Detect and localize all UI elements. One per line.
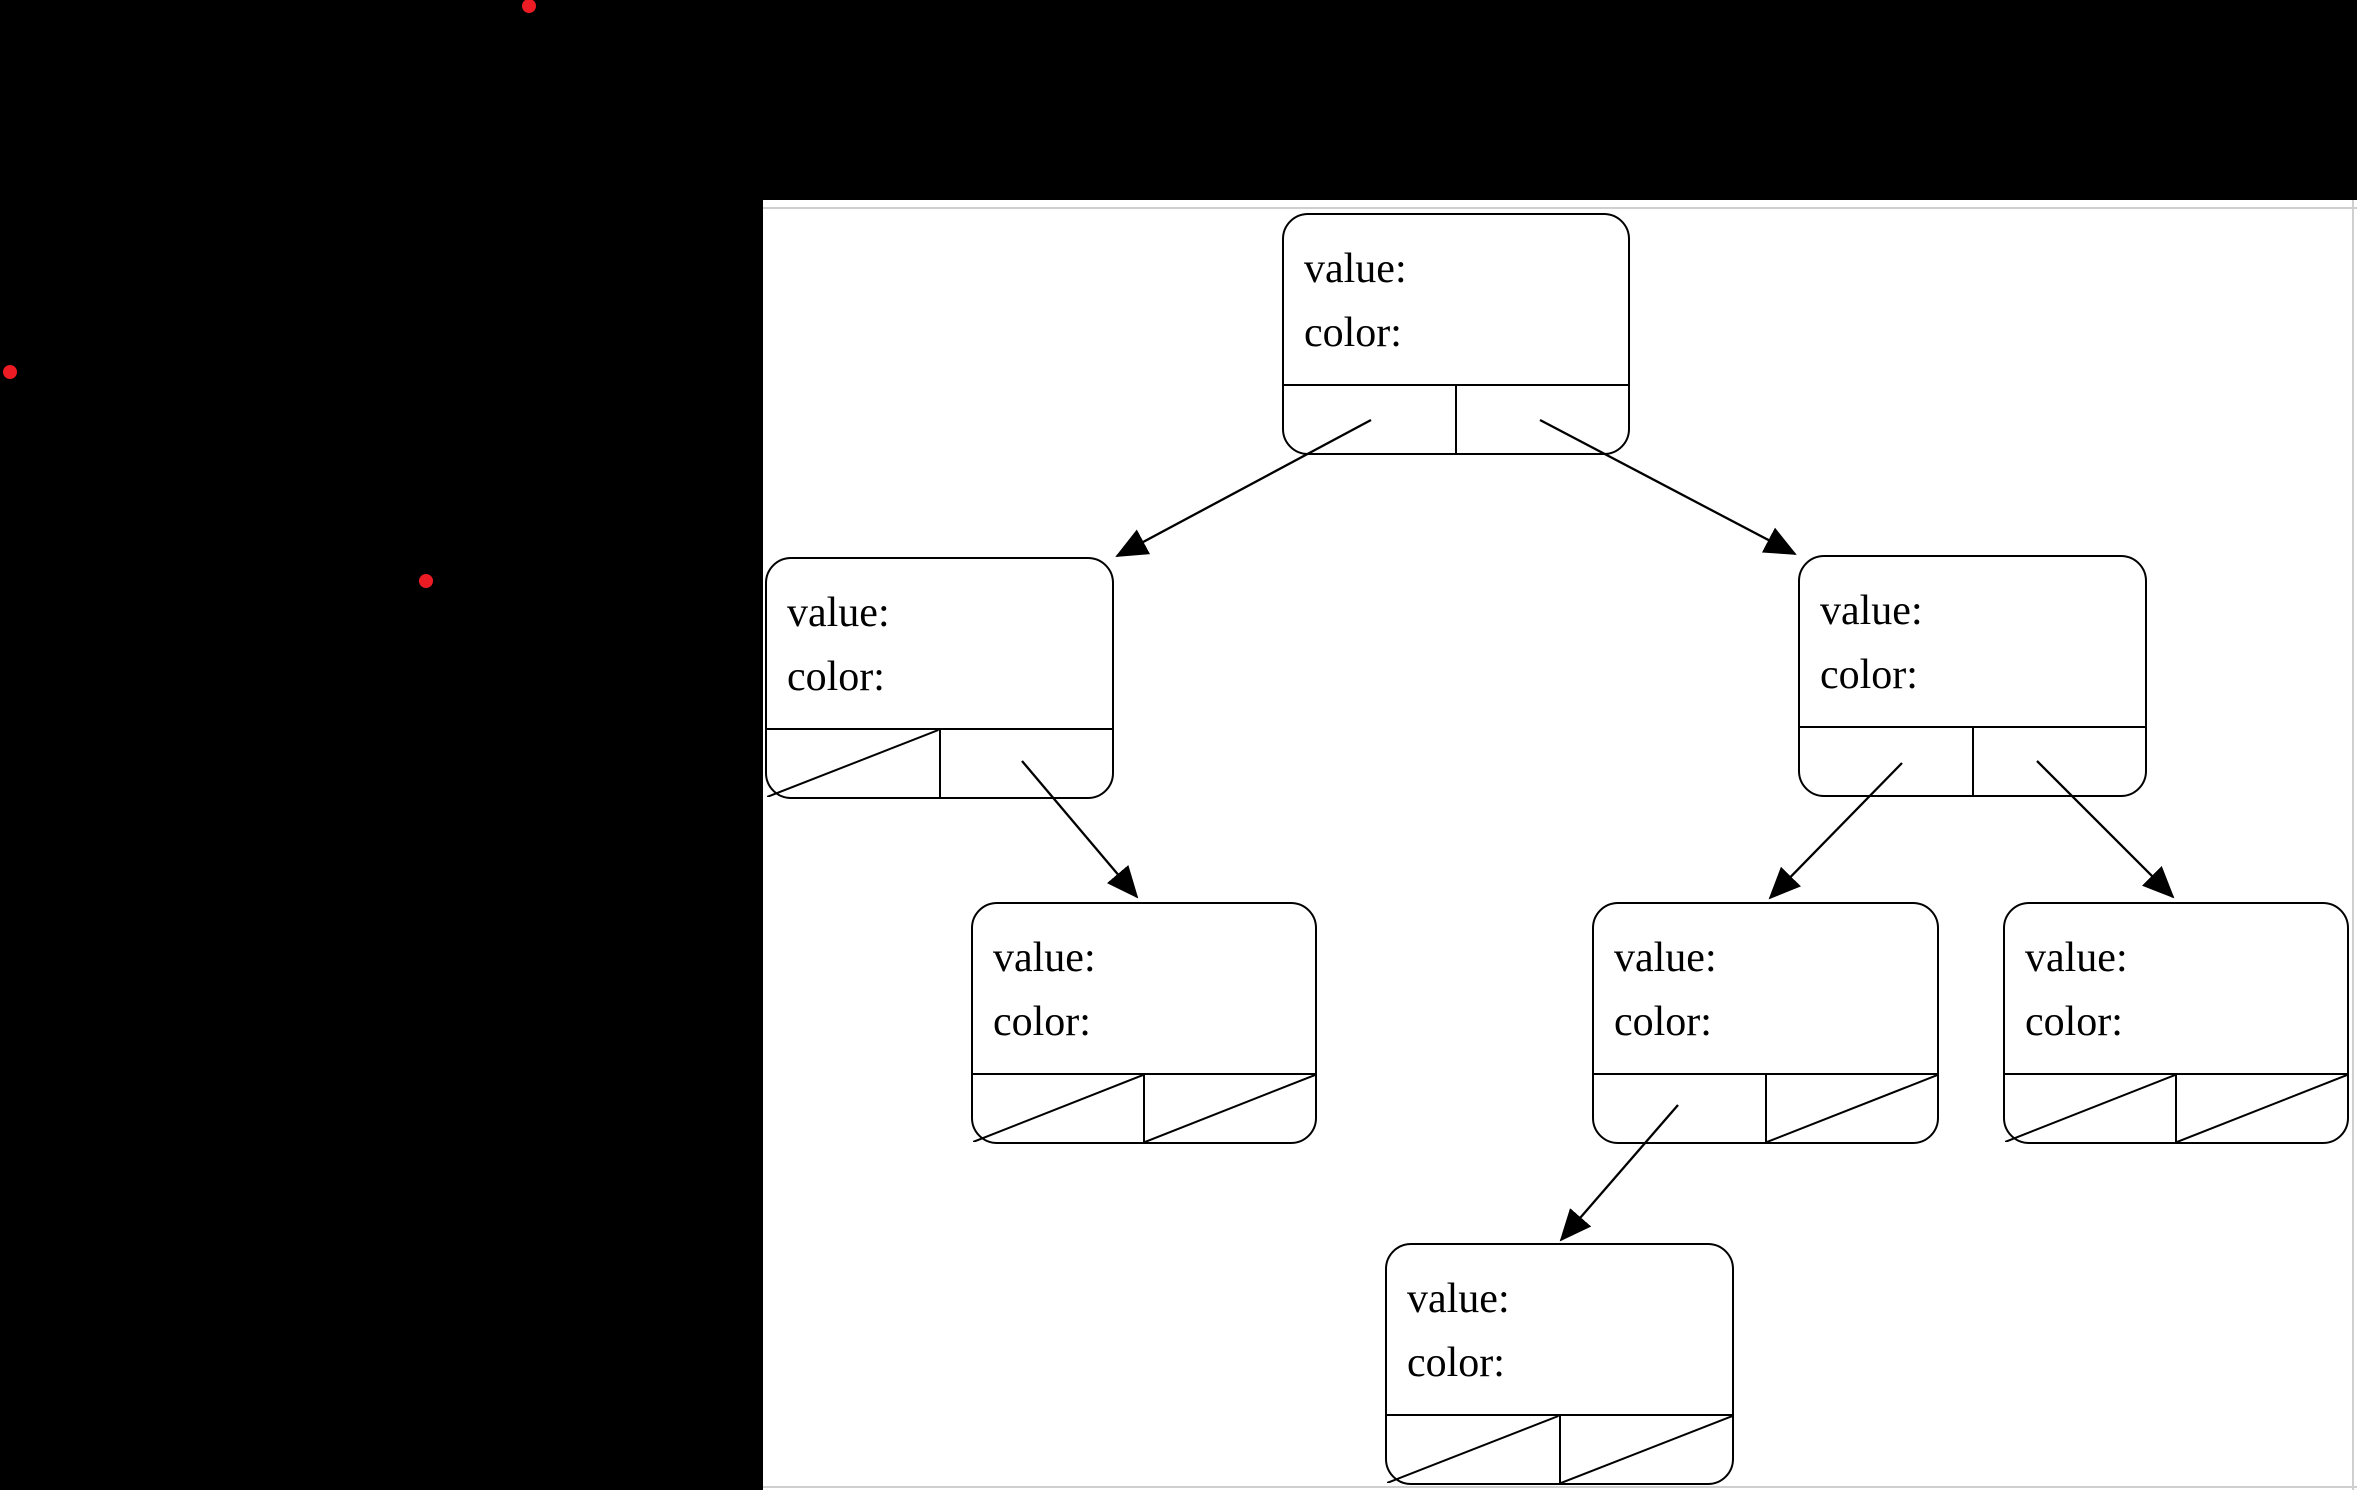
pointer-row — [2005, 1073, 2347, 1142]
canvas-right-edge-line — [2352, 200, 2354, 1490]
null-pointer-slash — [2005, 1075, 2175, 1142]
pointer-row — [1594, 1073, 1937, 1142]
value-field-label: value: — [2025, 935, 2128, 981]
null-pointer-slash — [1387, 1416, 1559, 1483]
tree-node-right-child: value: color: — [1798, 555, 2147, 797]
value-field-label: value: — [1820, 588, 1923, 634]
color-field-label: color: — [1614, 999, 1712, 1045]
left-pointer-cell — [1284, 386, 1455, 453]
tree-node-right-left-child: value: color: — [1592, 902, 1939, 1144]
right-pointer-cell — [1558, 1416, 1733, 1483]
node-fields: value: color: — [1594, 904, 1937, 1073]
node-fields: value: color: — [1387, 1245, 1732, 1414]
pointer-row — [973, 1073, 1315, 1142]
left-pointer-cell — [2005, 1075, 2175, 1142]
node-fields: value: color: — [2005, 904, 2347, 1073]
value-field-label: value: — [993, 935, 1096, 981]
tree-node-right-left-left-child: value: color: — [1385, 1243, 1734, 1485]
left-pointer-cell — [1594, 1075, 1765, 1142]
right-pointer-cell — [1455, 386, 1628, 453]
node-fields: value: color: — [973, 904, 1315, 1073]
color-field-label: color: — [993, 999, 1091, 1045]
null-pointer-slash — [1561, 1416, 1733, 1483]
value-field-label: value: — [1304, 246, 1407, 292]
color-field-label: color: — [1407, 1340, 1505, 1386]
tree-node-left-child: value: color: — [765, 557, 1114, 799]
left-pointer-cell — [767, 730, 939, 797]
left-pointer-cell — [973, 1075, 1143, 1142]
color-field-label: color: — [1820, 652, 1918, 698]
node-fields: value: color: — [767, 559, 1112, 728]
null-pointer-slash — [767, 730, 939, 797]
right-pointer-cell — [2175, 1075, 2347, 1142]
left-pointer-cell — [1387, 1416, 1559, 1483]
right-pointer-cell — [938, 730, 1113, 797]
node-fields: value: color: — [1284, 215, 1628, 384]
value-field-label: value: — [787, 590, 890, 636]
left-pointer-cell — [1800, 728, 1972, 795]
pointer-row — [1284, 384, 1628, 453]
right-pointer-cell — [1143, 1075, 1315, 1142]
color-field-label: color: — [2025, 999, 2123, 1045]
pointer-row — [767, 728, 1112, 797]
tree-node-left-right-child: value: color: — [971, 902, 1317, 1144]
value-field-label: value: — [1407, 1276, 1510, 1322]
tree-node-right-right-child: value: color: — [2003, 902, 2349, 1144]
canvas-top-edge-line — [763, 207, 2357, 209]
node-fields: value: color: — [1800, 557, 2145, 726]
canvas-bottom-edge-line — [763, 1486, 2357, 1488]
tree-node-root: value: color: — [1282, 213, 1630, 455]
red-dot-marker — [3, 365, 17, 379]
pointer-row — [1800, 726, 2145, 795]
pointer-row — [1387, 1414, 1732, 1483]
null-pointer-slash — [1145, 1075, 1315, 1142]
red-dot-marker — [522, 0, 536, 13]
null-pointer-slash — [973, 1075, 1143, 1142]
color-field-label: color: — [787, 654, 885, 700]
right-pointer-cell — [1971, 728, 2146, 795]
right-pointer-cell — [1764, 1075, 1938, 1142]
null-pointer-slash — [1767, 1075, 1938, 1142]
red-dot-marker — [419, 574, 433, 588]
value-field-label: value: — [1614, 935, 1717, 981]
color-field-label: color: — [1304, 310, 1402, 356]
null-pointer-slash — [2177, 1075, 2347, 1142]
